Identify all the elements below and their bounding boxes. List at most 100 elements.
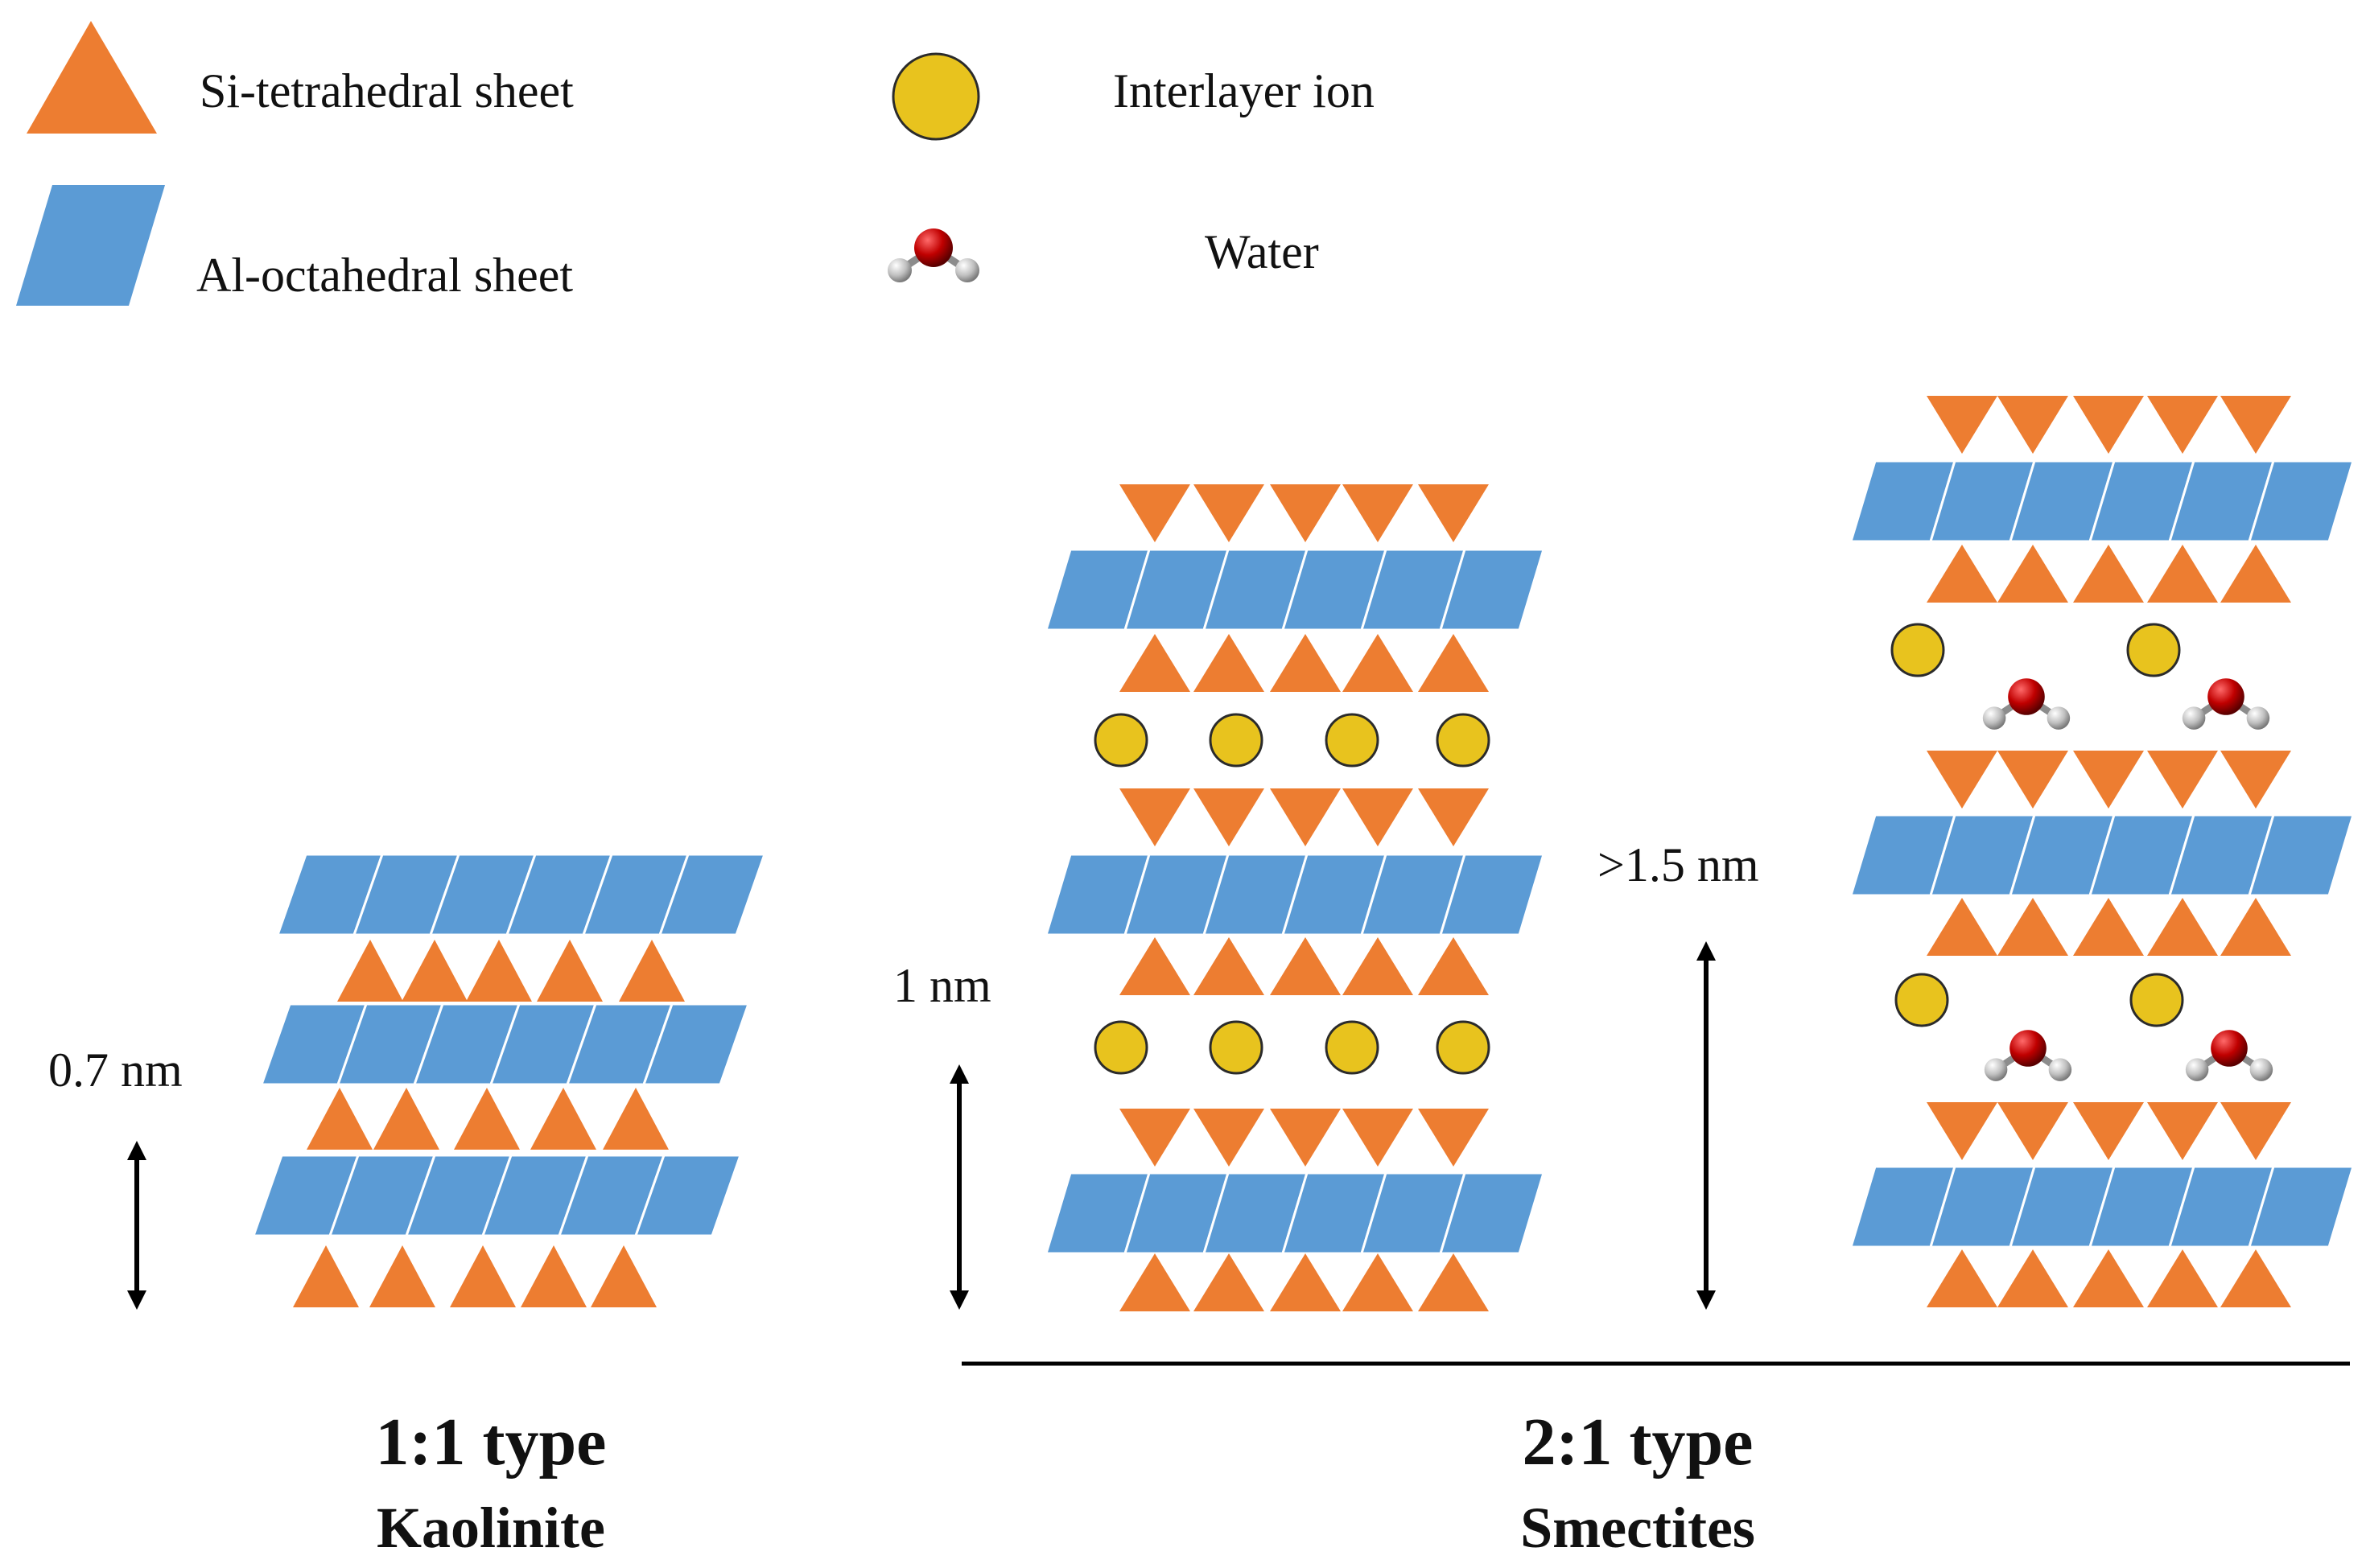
tetrahedral-triangle <box>1119 1253 1190 1311</box>
tetrahedral-triangle <box>1270 1253 1341 1311</box>
kaolinite-spacing-label: 0.7 nm <box>48 1043 183 1097</box>
tetrahedral-triangle <box>402 940 468 1002</box>
tetrahedral-triangle <box>2220 751 2291 809</box>
water-hydrogen <box>2047 706 2071 730</box>
tetrahedral-triangle <box>1927 1102 1997 1160</box>
tetrahedral-triangle <box>1193 634 1264 692</box>
interlayer-ion <box>1209 713 1263 768</box>
tetrahedral-triangle <box>369 1245 435 1307</box>
tetrahedral-triangle <box>2073 1249 2144 1307</box>
tetrahedral-triangle <box>293 1245 359 1307</box>
water-oxygen <box>2009 1030 2047 1067</box>
water-hydrogen <box>2185 1058 2209 1081</box>
tetrahedral-triangle <box>1119 484 1190 542</box>
water-hydrogen <box>888 258 912 282</box>
interlayer-ion <box>1436 1020 1490 1075</box>
tetrahedral-triangle <box>454 1088 520 1150</box>
tetrahedral-triangle <box>1119 788 1190 846</box>
interlayer-ion <box>1890 623 1945 677</box>
tetrahedral-triangle <box>1270 788 1341 846</box>
water-hydrogen <box>2249 1058 2273 1081</box>
one-to-one-title: 1:1 type <box>376 1405 607 1480</box>
octahedral-cell <box>641 1002 751 1086</box>
tetrahedral-triangle <box>1270 1109 1341 1167</box>
tetrahedral-triangle <box>2147 751 2218 809</box>
tetrahedral-triangle <box>2220 1249 2291 1307</box>
tetrahedral-triangle <box>2147 396 2218 454</box>
tetrahedral-triangle <box>1342 937 1413 995</box>
tetrahedral-triangle <box>1927 751 1997 809</box>
tetrahedral-triangle <box>1997 1249 2068 1307</box>
tetrahedral-triangle <box>530 1088 596 1150</box>
tetrahedral-triangle <box>1342 634 1413 692</box>
tetrahedral-triangle <box>2147 1249 2218 1307</box>
water-molecule <box>2185 1030 2273 1081</box>
legend-tetrahedral-label: Si-tetrahedral sheet <box>200 64 574 117</box>
tetrahedral-triangle <box>450 1245 516 1307</box>
tetrahedral-triangle <box>1997 1102 2068 1160</box>
octahedral-cell <box>2247 1165 2356 1249</box>
tetrahedral-triangle <box>1119 937 1190 995</box>
tetrahedral-triangle <box>1270 634 1341 692</box>
two-to-one-mineral: Smectites <box>1520 1496 1755 1560</box>
tetrahedral-triangle <box>1119 634 1190 692</box>
water-molecule <box>888 228 979 282</box>
kaolinite-structure <box>251 853 767 1307</box>
tetrahedral-triangle <box>1997 545 2068 603</box>
tetrahedral-triangle <box>1997 751 2068 809</box>
legend-octahedral-label: Al-octahedral sheet <box>196 249 573 302</box>
tetrahedral-triangle <box>1342 1253 1413 1311</box>
interlayer-ion <box>1209 1020 1263 1075</box>
interlayer-ion <box>2126 623 2181 677</box>
octahedral-cell <box>1438 548 1546 632</box>
tetrahedral-triangle <box>2220 396 2291 454</box>
tetrahedral-triangle <box>2220 545 2291 603</box>
interlayer-ion <box>1094 713 1148 768</box>
two-to-one-title: 2:1 type <box>1523 1405 1754 1480</box>
tetrahedral-triangle <box>521 1245 587 1307</box>
tetrahedral-triangle <box>2147 545 2218 603</box>
tetrahedral-triangle <box>2073 545 2144 603</box>
octahedral-cell <box>1438 1171 1546 1255</box>
tetrahedral-triangle <box>1418 634 1489 692</box>
water-molecule <box>1984 1030 2072 1081</box>
water-hydrogen <box>2182 706 2206 730</box>
tetrahedral-triangle <box>1927 545 1997 603</box>
tetrahedral-triangle <box>2147 898 2218 956</box>
tetrahedral-triangle <box>2147 1102 2218 1160</box>
tetrahedral-triangle <box>2073 1102 2144 1160</box>
tetrahedral-triangle <box>307 1088 373 1150</box>
smectite-hydrated-structure <box>1849 396 2356 1307</box>
water-oxygen <box>2008 678 2045 715</box>
tetrahedral-triangle <box>1193 937 1264 995</box>
tetrahedral-triangle <box>1193 788 1264 846</box>
tetrahedral-triangle <box>1997 898 2068 956</box>
tetrahedral-triangle <box>1193 1109 1264 1167</box>
tetrahedral-triangle <box>1270 484 1341 542</box>
interlayer-ion <box>1436 713 1490 768</box>
smectite-hydrated-spacing-arrow <box>1696 941 1716 1310</box>
water-molecule <box>1982 678 2071 730</box>
tetrahedral-triangle <box>2073 751 2144 809</box>
octahedral-cell <box>2247 813 2356 897</box>
interlayer-ion <box>1325 1020 1379 1075</box>
circle-icon <box>892 52 980 141</box>
smectite-dry-spacing-arrow <box>950 1064 969 1310</box>
water-hydrogen <box>2048 1058 2072 1081</box>
smectite-hydrated-spacing-label: >1.5 nm <box>1597 838 1759 891</box>
tetrahedral-triangle <box>1193 484 1264 542</box>
tetrahedral-triangle <box>2220 1102 2291 1160</box>
triangle-icon <box>27 21 157 134</box>
legend-water-label: Water <box>1205 225 1319 278</box>
tetrahedral-triangle <box>1927 396 1997 454</box>
tetrahedral-triangle <box>603 1088 669 1150</box>
water-hydrogen <box>1984 1058 2008 1081</box>
tetrahedral-triangle <box>1927 1249 1997 1307</box>
octahedral-cell <box>633 1154 743 1237</box>
legend: Si-tetrahedral sheet Al-octahedral sheet… <box>16 21 1375 306</box>
water-molecule <box>2182 678 2270 730</box>
octahedral-cell <box>657 853 767 936</box>
tetrahedral-triangle <box>2073 396 2144 454</box>
parallelogram-icon <box>16 185 165 306</box>
